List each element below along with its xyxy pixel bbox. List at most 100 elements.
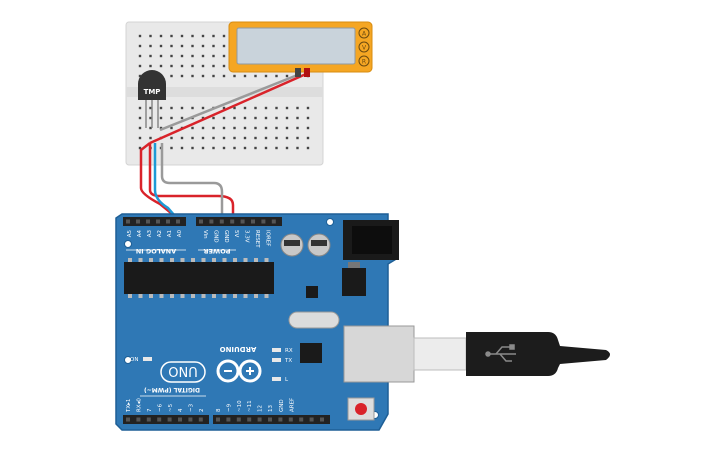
- digital-pin-label: 13: [268, 405, 274, 412]
- breadboard-hole: [180, 146, 184, 150]
- power-pin-label: GND: [212, 230, 218, 243]
- breadboard-hole: [159, 126, 163, 130]
- header-pin: [136, 219, 140, 224]
- breadboard-hole: [170, 146, 173, 150]
- header-pin: [188, 417, 193, 422]
- chip-pin: [243, 294, 248, 298]
- breadboard-hole: [264, 146, 268, 150]
- header-pin: [226, 417, 231, 422]
- breadboard-hole: [201, 136, 205, 140]
- breadboard-hole: [138, 116, 142, 120]
- breadboard-hole: [306, 136, 310, 140]
- breadboard-hole: [212, 116, 215, 120]
- digital-pin-label: 8: [216, 408, 222, 412]
- chip-pin: [212, 294, 216, 298]
- breadboard-hole: [254, 146, 257, 150]
- breadboard-hole: [138, 64, 142, 68]
- breadboard-hole: [138, 34, 142, 38]
- breadboard-hole: [170, 106, 173, 110]
- breadboard-hole: [191, 136, 194, 140]
- breadboard-hole: [296, 106, 299, 110]
- chip-pin: [222, 258, 227, 262]
- breadboard-hole: [264, 136, 268, 140]
- digital-pin-label: AREF: [289, 398, 295, 412]
- breadboard-hole: [159, 116, 163, 120]
- breadboard-hole: [180, 54, 184, 58]
- breadboard-hole: [180, 116, 184, 120]
- header-pin: [251, 219, 255, 224]
- breadboard-hole: [201, 146, 205, 150]
- usb-socket[interactable]: [343, 325, 415, 383]
- analog-header: [123, 217, 186, 226]
- breadboard-hole: [212, 146, 215, 150]
- breadboard-hole: [254, 74, 257, 78]
- chip-pin: [191, 258, 195, 262]
- breadboard-hole: [243, 136, 247, 140]
- breadboard-hole: [191, 126, 194, 130]
- led-on: [143, 357, 152, 361]
- header-pin: [257, 417, 262, 422]
- usb-cable[interactable]: [413, 332, 610, 376]
- breadboard-hole: [180, 136, 184, 140]
- chip-pin: [138, 294, 143, 298]
- breadboard-hole: [149, 34, 152, 38]
- digital-label: DIGITAL (PWM~): [144, 386, 200, 393]
- breadboard-hole: [306, 116, 310, 120]
- chip-pin: [180, 258, 185, 262]
- power-pin-label: RESET: [254, 230, 260, 248]
- usb-icon: [485, 344, 516, 362]
- breadboard-hole: [233, 116, 236, 120]
- power-pin-label: IOREF: [264, 230, 270, 246]
- led-tx: [272, 358, 281, 362]
- breadboard-hole: [170, 126, 173, 130]
- digital-pin-label: GND: [279, 399, 285, 412]
- digital-pin-label: ~3: [189, 403, 195, 412]
- header-pin: [278, 417, 283, 422]
- breadboard-hole: [201, 44, 205, 48]
- chip-pin: [264, 258, 269, 262]
- multimeter[interactable]: A V R: [228, 21, 373, 77]
- header-pin: [216, 417, 220, 422]
- breadboard-hole: [201, 116, 205, 120]
- header-pin: [299, 417, 304, 422]
- breadboard-hole: [264, 106, 268, 110]
- breadboard-hole: [285, 136, 289, 140]
- header-pin: [236, 417, 241, 422]
- analog-pin-label: A3: [147, 230, 153, 238]
- breadboard-hole: [264, 74, 268, 78]
- breadboard-hole: [170, 116, 173, 120]
- breadboard-hole: [296, 146, 299, 150]
- header-pin: [261, 219, 266, 224]
- breadboard-hole: [180, 106, 184, 110]
- chip-pin: [138, 258, 143, 262]
- temperature-sensor[interactable]: TMP: [138, 70, 166, 128]
- chip-pin: [128, 258, 132, 262]
- analog-in-label: ANALOG IN: [136, 247, 176, 255]
- breadboard-hole: [180, 74, 184, 78]
- header-pin: [178, 417, 182, 422]
- breadboard-hole: [222, 136, 226, 140]
- breadboard-hole: [170, 44, 173, 48]
- breadboard-hole: [285, 146, 289, 150]
- analog-pin-label: A0: [177, 230, 183, 238]
- chip-pin: [159, 258, 164, 262]
- breadboard-hole: [138, 54, 142, 58]
- breadboard-hole: [201, 106, 205, 110]
- header-pin: [230, 219, 235, 224]
- chip-pin: [222, 294, 227, 298]
- breadboard-hole: [275, 146, 278, 150]
- breadboard-hole: [212, 74, 215, 78]
- header-pin: [309, 417, 314, 422]
- breadboard-hole: [275, 126, 278, 130]
- digital-pin-label: ~10: [237, 400, 243, 412]
- led-l: [272, 377, 281, 381]
- chip-pin: [191, 294, 195, 298]
- breadboard-hole: [222, 116, 226, 120]
- breadboard-hole: [191, 146, 194, 150]
- breadboard-hole: [159, 54, 163, 58]
- power-pin-label: 3.3V: [244, 230, 250, 243]
- arduino-logo-text: ARDUINO: [220, 345, 257, 353]
